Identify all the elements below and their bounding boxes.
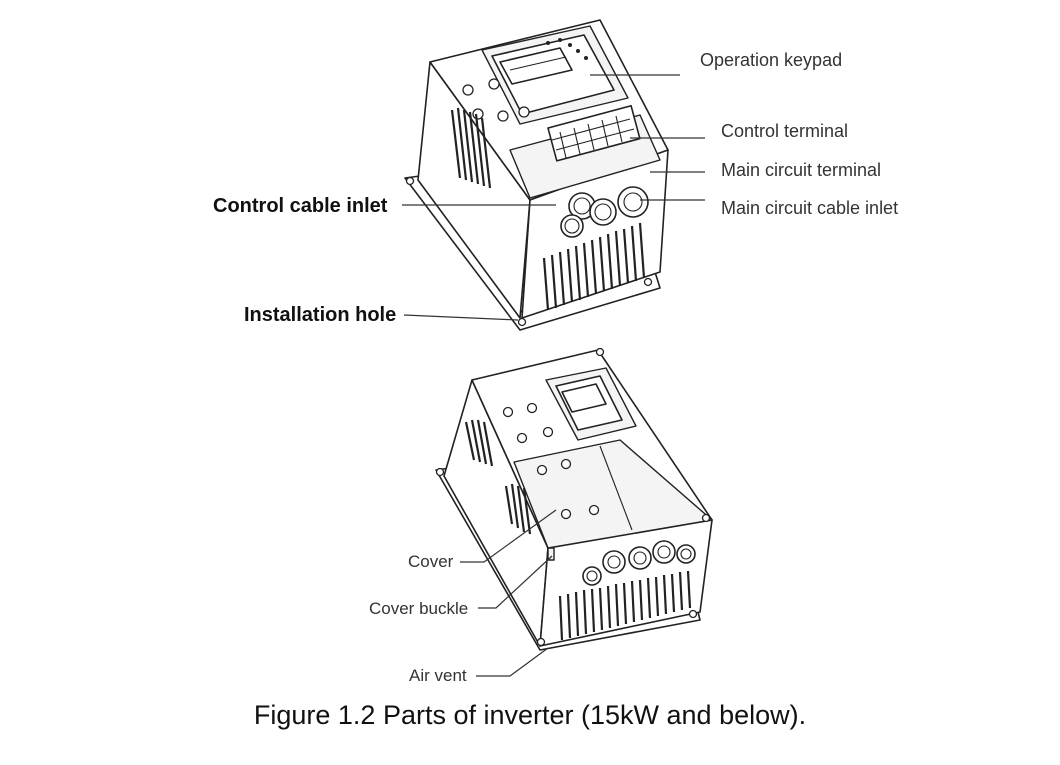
leader-cover	[460, 509, 557, 563]
side-vent-top	[450, 107, 492, 189]
leader-installation-hole	[403, 314, 519, 321]
label-control-cable-inlet: Control cable inlet	[213, 195, 388, 217]
label-air-vent: Air vent	[409, 666, 467, 685]
label-main-circuit-terminal: Main circuit terminal	[721, 160, 882, 180]
front-vent-top	[542, 222, 646, 311]
inverter-uncovered-drawing	[404, 19, 669, 331]
leader-air-vent	[476, 647, 549, 677]
air-vent-drawing	[558, 570, 692, 641]
leader-cover-buckle	[478, 555, 553, 609]
control-terminal-drawing	[509, 104, 661, 199]
cable-inlets-bottom-drawing	[582, 540, 696, 586]
operation-keypad-drawing	[481, 25, 629, 125]
label-cover: Cover	[408, 552, 454, 571]
figure-caption: Figure 1.2 Parts of inverter (15kW and b…	[253, 700, 807, 730]
main-circuit-cable-inlet-drawing	[560, 186, 649, 238]
label-cover-buckle: Cover buckle	[369, 599, 469, 618]
label-main-circuit-cable-inlet: Main circuit cable inlet	[721, 198, 899, 218]
label-operation-keypad: Operation keypad	[700, 50, 843, 70]
label-installation-hole: Installation hole	[244, 304, 397, 326]
side-vent-bottom	[464, 419, 532, 535]
label-control-terminal: Control terminal	[721, 121, 849, 141]
inverter-covered-drawing	[435, 347, 713, 651]
cover-buckle-drawing	[547, 547, 555, 561]
keypad-window-drawing	[545, 367, 637, 441]
